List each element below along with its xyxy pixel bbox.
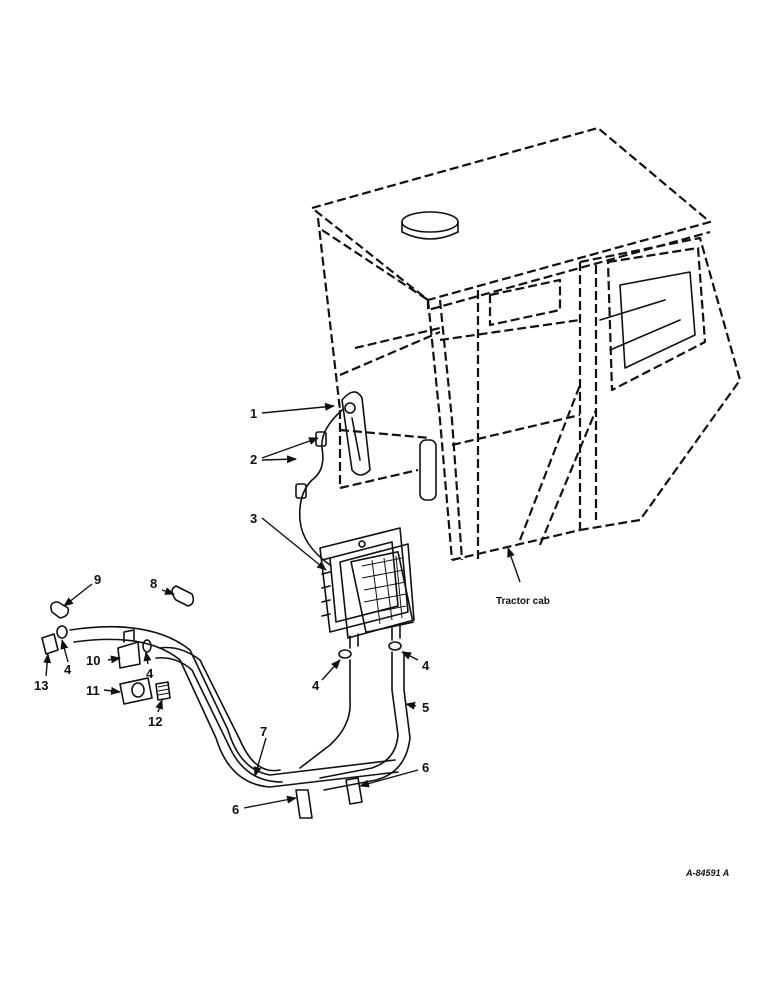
callout-4-d: 4: [64, 662, 72, 677]
callout-9: 9: [94, 572, 101, 587]
callout-labels: 1 2 3 4 4 4 4 5 6 6 7 8 9 10 11 12 13: [34, 406, 430, 817]
callout-10: 10: [86, 653, 100, 668]
tractor-cab-caption: Tractor cab: [496, 596, 550, 607]
part-heater-unit: [319, 527, 415, 649]
callout-13: 13: [34, 678, 48, 693]
callout-6-b: 6: [422, 760, 429, 775]
part-straps: [295, 777, 363, 819]
part-switch: [341, 391, 371, 476]
part-hoses: [69, 625, 411, 791]
callout-5: 5: [422, 700, 429, 715]
callout-7: 7: [260, 724, 267, 739]
callout-11: 11: [86, 683, 100, 698]
callout-6-a: 6: [232, 802, 239, 817]
part-wire-harness: [295, 409, 343, 566]
callout-4-c: 4: [146, 666, 154, 681]
callout-12: 12: [148, 714, 162, 729]
part-clamps: [56, 625, 402, 659]
callout-8: 8: [150, 576, 157, 591]
part-fittings: [41, 585, 195, 705]
callout-3: 3: [250, 511, 257, 526]
figure-reference-number: A-84591 A: [685, 868, 729, 878]
leader-lines: [43, 402, 521, 809]
callout-1: 1: [250, 406, 257, 421]
callout-2: 2: [250, 452, 257, 467]
callout-4-a: 4: [312, 678, 320, 693]
callout-4-b: 4: [422, 658, 430, 673]
tractor-cab-outline: [310, 126, 742, 562]
